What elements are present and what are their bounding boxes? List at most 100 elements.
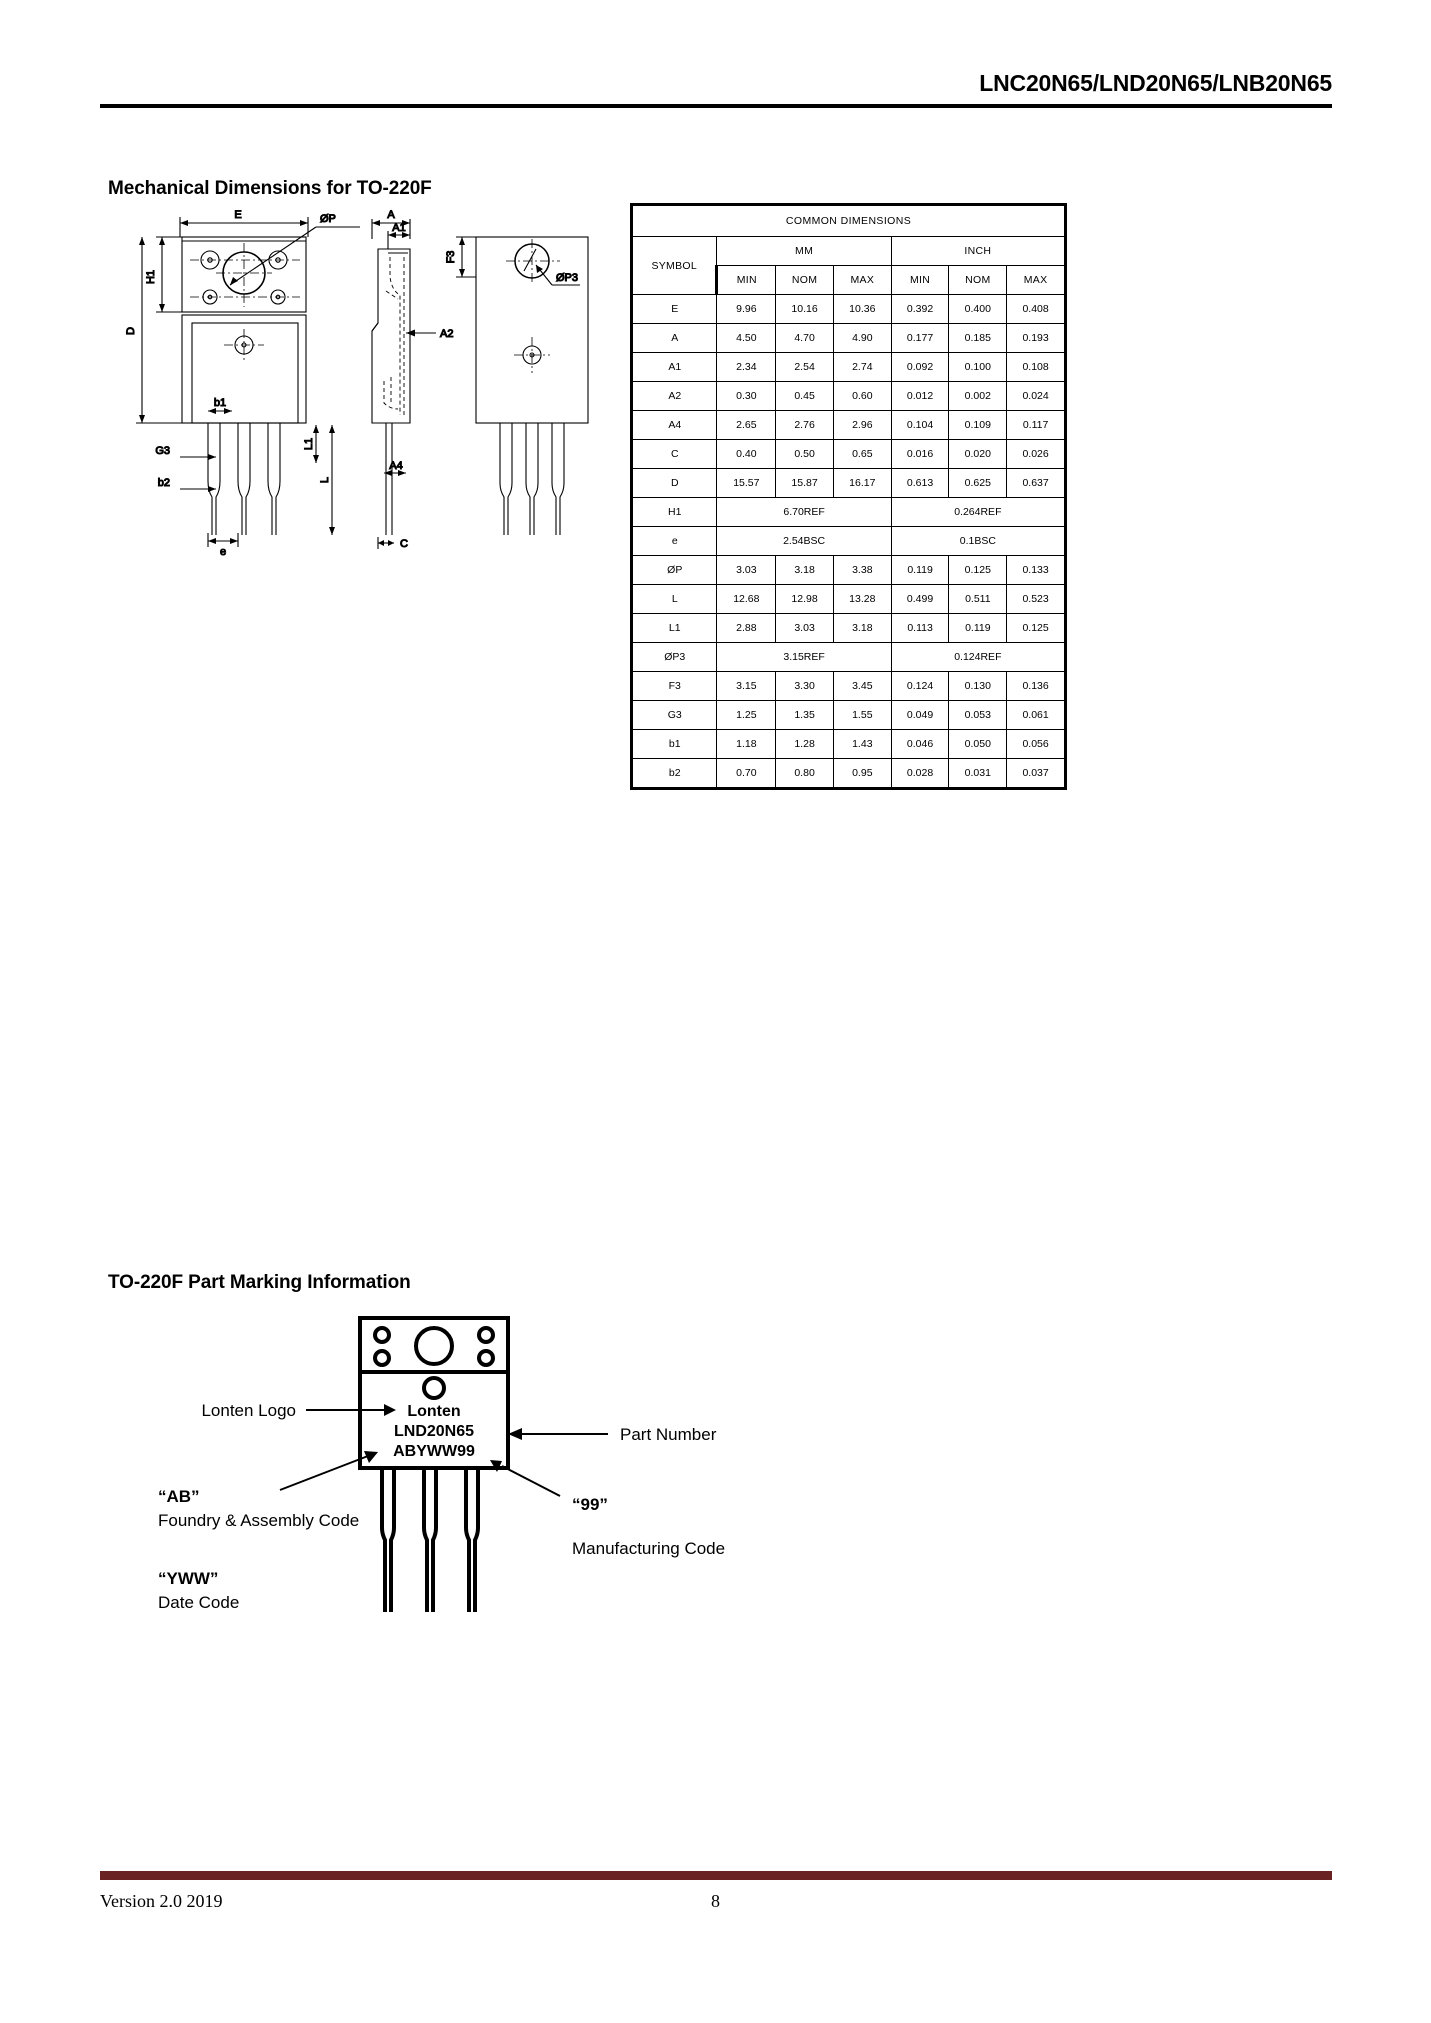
row-inch-max: 0.125 [1006,613,1067,643]
row-symbol: e [629,526,718,556]
row-symbol: A4 [629,410,718,440]
row-mm-min: 9.96 [716,294,777,324]
row-symbol: D [629,468,718,498]
callout-mfg-code: “99” [572,1495,608,1514]
row-mm-max: 4.90 [832,323,892,353]
row-mm-min: 0.40 [716,439,777,469]
callout-mfg-desc: Manufacturing Code [572,1539,725,1558]
section-title-mechanical: Mechanical Dimensions for TO-220F [108,178,432,199]
label-A1: A1 [392,222,405,234]
row-inch-nom: 0.400 [948,294,1008,324]
row-inch-nom: 0.002 [948,381,1008,411]
page-header: LNC20N65/LND20N65/LNB20N65 [100,70,1332,108]
row-mm-max: 2.96 [832,410,892,440]
table-title-row: COMMON DIMENSIONS [630,203,1067,237]
row-mm-nom: 0.45 [775,381,834,411]
row-inch-min: 0.028 [890,758,950,790]
callout-yww-code: “YWW” [158,1569,218,1588]
row-inch-max: 0.117 [1006,410,1067,440]
chip-line-code: ABYWW99 [393,1443,475,1460]
row-mm-nom: 1.28 [775,729,834,759]
row-inch-max: 0.026 [1006,439,1067,469]
row-inch-nom: 0.511 [948,584,1008,614]
row-symbol: L1 [629,613,718,643]
row-symbol: ØP [629,555,718,585]
row-mm-max: 0.60 [832,381,892,411]
header-unit-mm: MM [716,236,892,266]
row-symbol: ØP3 [629,642,718,672]
row-mm-min: 0.30 [716,381,777,411]
row-mm-max: 0.95 [832,758,892,790]
section-title-part-marking: TO-220F Part Marking Information [108,1272,411,1293]
row-inch-min: 0.049 [890,700,950,730]
table-subheader-row: MIN NOM MAX MIN NOM MAX [632,265,1067,295]
row-symbol: A1 [629,352,718,382]
label-A4: A4 [389,460,402,472]
row-mm-nom: 15.87 [775,468,834,498]
row-mm-max: 0.65 [832,439,892,469]
header-inch-nom: NOM [948,265,1008,295]
label-A: A [387,209,395,221]
header-inch-min: MIN [890,265,950,295]
row-mm-span: 2.54BSC [716,526,892,556]
row-inch-min: 0.177 [890,323,950,353]
label-phi-P3: ØP3 [556,272,578,284]
header-rule [100,104,1332,108]
row-mm-nom: 10.16 [775,294,834,324]
footer-page-number: 8 [711,1891,720,1911]
row-inch-max: 0.637 [1006,468,1067,498]
row-mm-max: 3.45 [832,671,892,701]
row-mm-max: 2.74 [832,352,892,382]
row-mm-min: 0.70 [716,758,777,790]
row-symbol: H1 [629,497,718,527]
row-mm-nom: 3.30 [775,671,834,701]
row-inch-nom: 0.119 [948,613,1008,643]
row-inch-min: 0.092 [890,352,950,382]
row-inch-span: 0.124REF [890,642,1068,672]
row-mm-span: 6.70REF [716,497,892,527]
row-mm-max: 16.17 [832,468,892,498]
row-inch-min: 0.046 [890,729,950,759]
row-inch-max: 0.061 [1006,700,1067,730]
header-mm-nom: NOM [775,265,834,295]
callout-ab-desc: Foundry & Assembly Code [158,1511,359,1530]
row-inch-min: 0.113 [890,613,950,643]
row-mm-nom: 2.54 [775,352,834,382]
row-mm-max: 13.28 [832,584,892,614]
row-symbol: C [629,439,718,469]
row-symbol: A [629,323,718,353]
row-mm-min: 2.88 [716,613,777,643]
label-C: C [400,538,408,550]
label-G3: G3 [155,445,170,457]
row-symbol: A2 [629,381,718,411]
row-mm-max: 3.18 [832,613,892,643]
row-mm-min: 3.03 [716,555,777,585]
row-inch-max: 0.408 [1006,294,1067,324]
row-inch-min: 0.012 [890,381,950,411]
row-inch-max: 0.523 [1006,584,1067,614]
label-H1: H1 [145,270,157,284]
row-symbol: E [629,294,718,324]
chip-line-logo: Lonten [407,1403,460,1420]
row-mm-span: 3.15REF [716,642,892,672]
header-inch-max: MAX [1006,265,1067,295]
row-inch-max: 0.133 [1006,555,1067,585]
row-inch-nom: 0.100 [948,352,1008,382]
row-mm-min: 3.15 [716,671,777,701]
row-inch-span: 0.1BSC [890,526,1068,556]
row-mm-min: 12.68 [716,584,777,614]
row-mm-nom: 12.98 [775,584,834,614]
row-mm-max: 1.43 [832,729,892,759]
row-mm-min: 1.18 [716,729,777,759]
callout-part-number: Part Number [620,1425,717,1444]
row-inch-min: 0.016 [890,439,950,469]
